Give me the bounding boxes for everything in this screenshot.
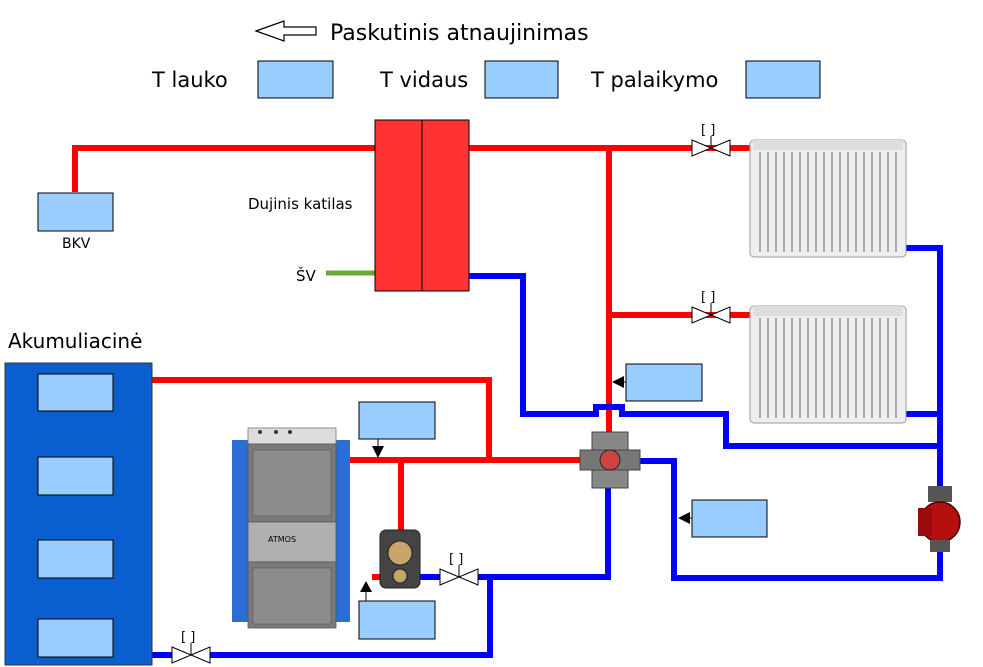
tank-sensor-1: [37, 373, 114, 412]
t-vidaus-value: [484, 60, 559, 99]
cold-pipes: [152, 245, 943, 658]
tank-drain-valve[interactable]: [ ]: [171, 630, 211, 664]
valve-tag: [ ]: [701, 123, 715, 138]
hot-pipes: [72, 145, 755, 580]
boiler-return-sensor: [358, 600, 436, 640]
t-lauko-value: [257, 60, 334, 99]
solid-fuel-boiler[interactable]: ATMOS: [232, 427, 350, 629]
radiator-valve-bottom[interactable]: [ ]: [691, 290, 731, 324]
boiler-brand: ATMOS: [268, 535, 296, 544]
tank-sensor-4: [37, 618, 114, 658]
circulation-pump[interactable]: [918, 486, 961, 552]
radiator-valve-top[interactable]: [ ]: [691, 123, 731, 157]
tank-sensor-2: [37, 456, 114, 496]
radiator-bottom[interactable]: [749, 305, 907, 424]
accumulation-tank[interactable]: [4, 362, 153, 666]
tank-sensor-3: [37, 539, 114, 579]
t-palaikymo-value: [745, 60, 821, 99]
mixing-valve[interactable]: [579, 431, 641, 489]
return-temp-sensor: [691, 499, 768, 538]
valve-tag: [ ]: [181, 630, 195, 645]
arrow-left-icon: [678, 512, 690, 524]
radiator-top[interactable]: [749, 139, 907, 258]
laddomat-valve[interactable]: [379, 529, 421, 589]
accumulator-label: Akumuliacinė: [8, 329, 142, 353]
t-lauko-label: T lauko: [151, 68, 228, 92]
valve-tag: [ ]: [701, 290, 715, 305]
left-arrow-icon[interactable]: [254, 20, 317, 42]
supply-temp-sensor: [625, 363, 703, 402]
t-palaikymo-label: T palaikymo: [590, 68, 718, 92]
bkv-label: BKV: [62, 236, 91, 252]
arrow-up-icon: [360, 581, 372, 592]
boiler-flow-sensor: [358, 401, 436, 440]
valve-tag: [ ]: [449, 552, 463, 567]
t-vidaus-label: T vidaus: [379, 68, 468, 92]
gas-boiler[interactable]: [374, 119, 470, 292]
last-update-control[interactable]: Paskutinis atnaujinimas: [254, 20, 589, 46]
last-update-label: Paskutinis atnaujinimas: [330, 21, 589, 46]
sv-label: ŠV: [296, 266, 317, 285]
arrow-left-icon: [612, 376, 624, 388]
gas-boiler-label: Dujinis katilas: [248, 195, 353, 213]
arrow-down-icon: [372, 446, 384, 458]
bkv-sensor: [37, 192, 114, 232]
boiler-return-valve[interactable]: [ ]: [439, 552, 479, 586]
